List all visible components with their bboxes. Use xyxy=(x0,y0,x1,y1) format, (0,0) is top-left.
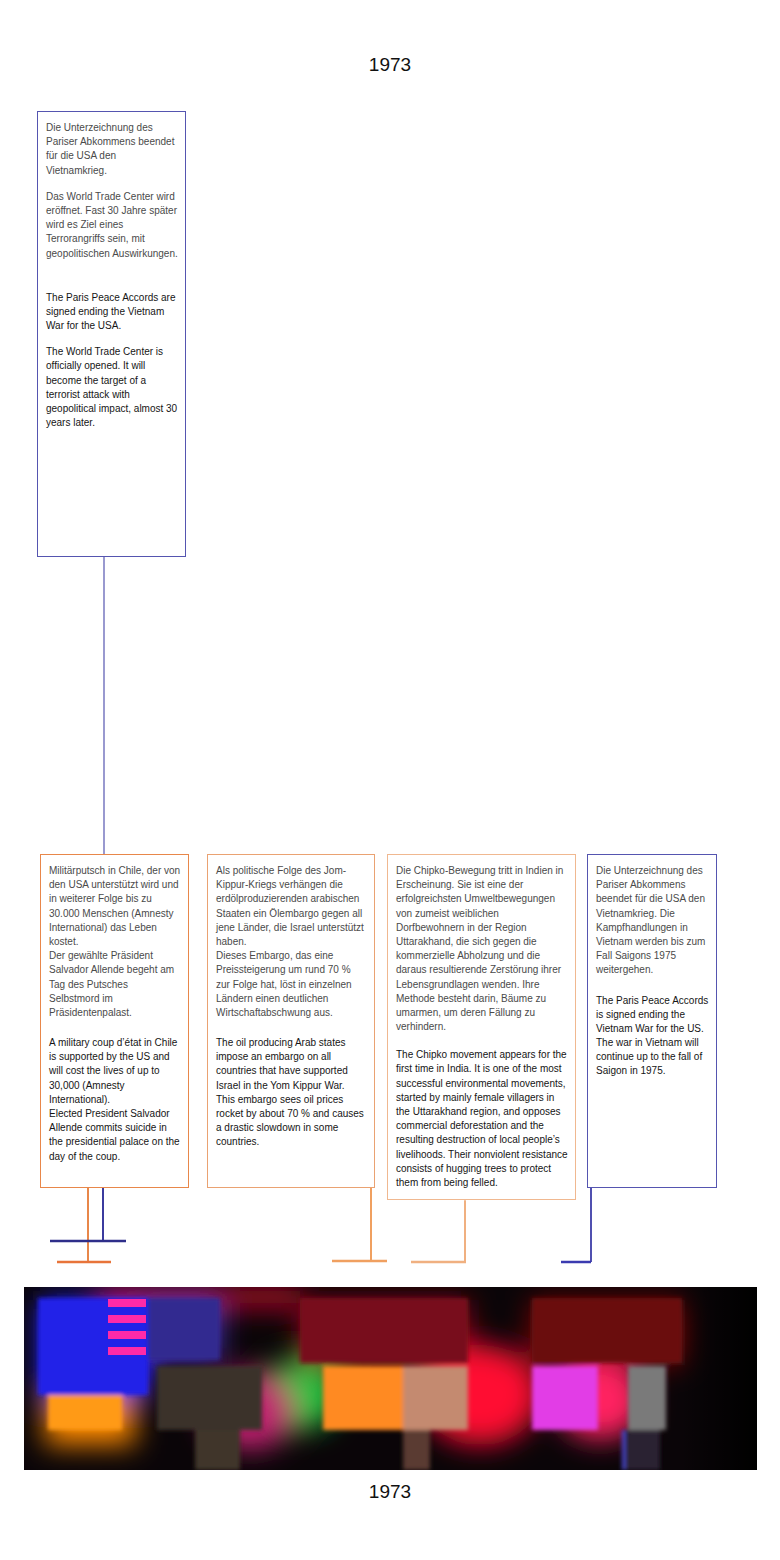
english-text: A military coup d’état in Chile is suppo… xyxy=(49,1036,181,1107)
english-text: This embargo sees oil prices rocket by a… xyxy=(216,1093,367,1150)
leader-line xyxy=(370,1188,372,1261)
light-installation xyxy=(24,1287,757,1470)
german-text: Militärputsch in Chile, der von den USA … xyxy=(49,864,181,949)
english-text: The Chipko movement appears for the firs… xyxy=(396,1048,568,1190)
english-text: The World Trade Center is officially ope… xyxy=(46,345,178,430)
english-text: The oil producing Arab states impose an … xyxy=(216,1036,367,1093)
german-text: Das World Trade Center wird eröffnet. Fa… xyxy=(46,190,178,261)
year-title: 1973 xyxy=(0,54,780,76)
english-text: Elected President Salvador Allende commi… xyxy=(49,1107,181,1164)
leader-line xyxy=(102,1188,104,1241)
leader-line xyxy=(87,1188,89,1262)
event-box: Die Unterzeichnung des Pariser Abkommens… xyxy=(587,854,717,1188)
english-text: The Paris Peace Accords are signed endin… xyxy=(46,291,178,334)
timeline-connector xyxy=(103,557,104,854)
tick-mark xyxy=(50,1240,126,1243)
tick-mark xyxy=(332,1260,387,1263)
tick-mark xyxy=(561,1261,591,1264)
german-text: Als politische Folge des Jom-Kippur-Krie… xyxy=(216,864,367,949)
tick-mark xyxy=(57,1261,111,1264)
german-text: Die Unterzeichnung des Pariser Abkommens… xyxy=(46,121,178,178)
tick-mark xyxy=(411,1261,466,1264)
leader-line xyxy=(464,1200,466,1262)
event-box: Als politische Folge des Jom-Kippur-Krie… xyxy=(207,854,375,1188)
event-box: Die Chipko-Bewegung tritt in Indien in E… xyxy=(387,854,576,1200)
english-text: The Paris Peace Accords is signed ending… xyxy=(596,994,709,1079)
leader-line xyxy=(590,1188,592,1262)
event-box: Die Unterzeichnung des Pariser Abkommens… xyxy=(37,111,186,557)
german-text: Der gewählte Präsident Salvador Allende … xyxy=(49,949,181,1020)
german-text: Die Chipko-Bewegung tritt in Indien in E… xyxy=(396,864,568,1034)
german-text: Die Unterzeichnung des Pariser Abkommens… xyxy=(596,864,709,978)
year-caption: 1973 xyxy=(0,1481,780,1503)
german-text: Dieses Embargo, das eine Preissteigerung… xyxy=(216,949,367,1020)
event-box: Militärputsch in Chile, der von den USA … xyxy=(40,854,189,1188)
